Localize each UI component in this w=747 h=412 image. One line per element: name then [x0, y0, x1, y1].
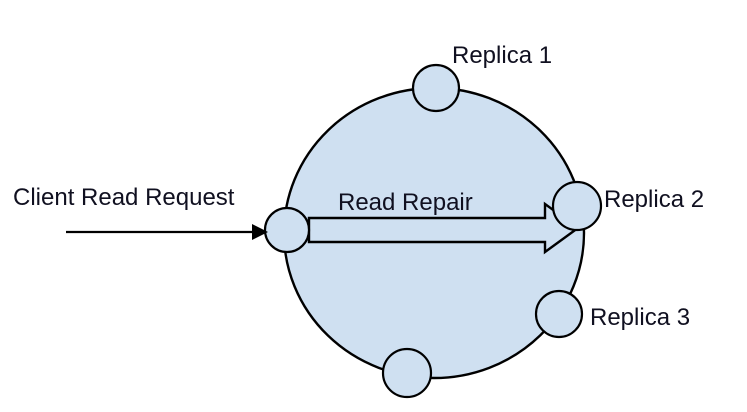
node-replica-2[interactable] — [551, 180, 603, 232]
label-client-read-request: Client Read Request — [13, 184, 235, 211]
label-replica-3: Replica 3 — [590, 304, 690, 331]
label-read-repair: Read Repair — [338, 189, 473, 216]
label-replica-1: Replica 1 — [452, 42, 552, 69]
node-replica-bottom[interactable] — [381, 347, 433, 399]
node-coordinator[interactable] — [263, 206, 311, 254]
read-repair-block-arrow — [307, 201, 581, 255]
label-replica-2: Replica 2 — [604, 186, 704, 213]
node-replica-1[interactable] — [411, 63, 461, 113]
node-replica-3[interactable] — [534, 289, 584, 339]
client-request-arrow-head — [252, 224, 268, 240]
